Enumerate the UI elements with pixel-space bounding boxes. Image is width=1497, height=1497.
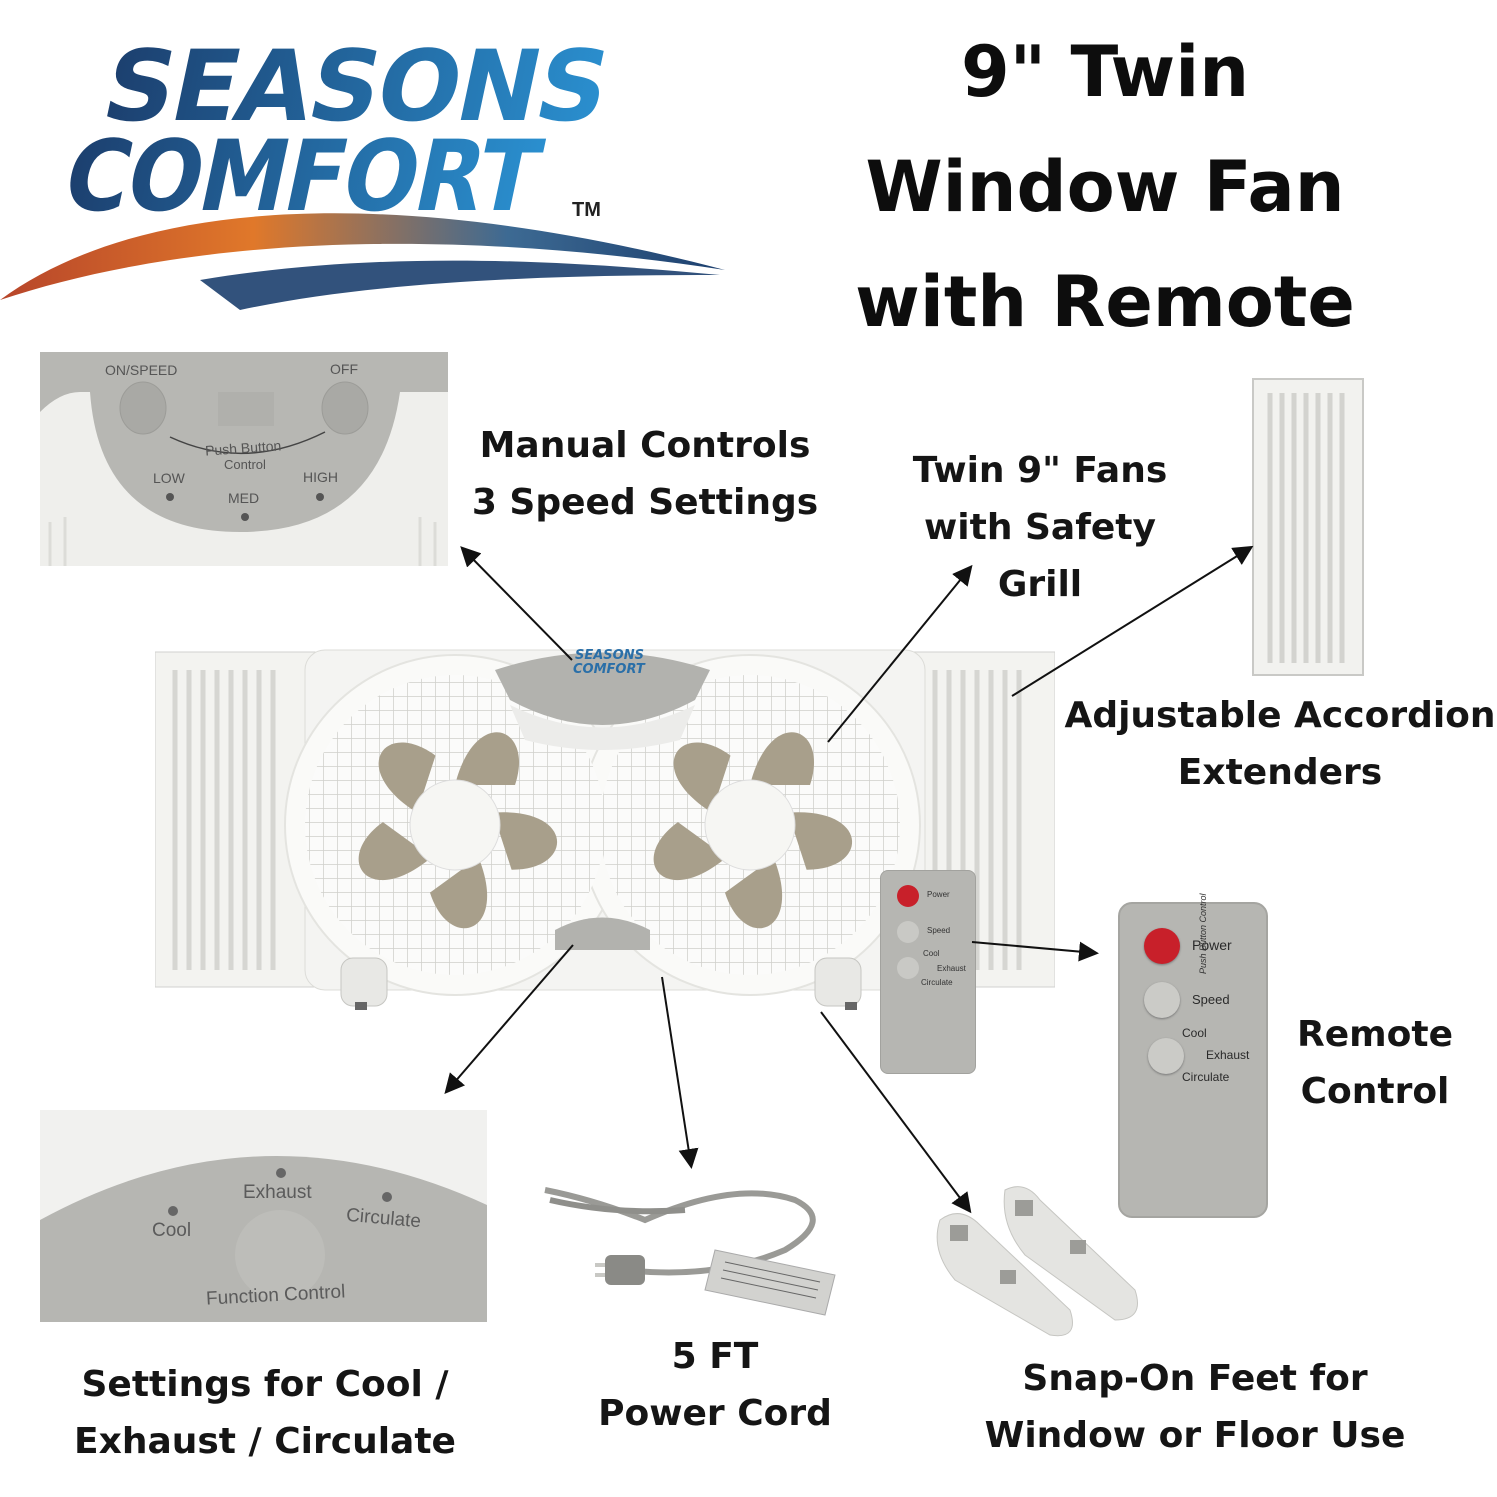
title-line3: with Remote — [855, 261, 1355, 343]
fan-brand-line2: COMFORT — [573, 662, 645, 677]
manual-controls-line1: Manual Controls — [479, 425, 811, 466]
manual-controls-line2: 3 Speed Settings — [471, 482, 819, 523]
small-remote-exhaust-label: Exhaust — [937, 964, 966, 973]
twin-window-fan-photo: SEASONS COMFORT — [154, 640, 1056, 1020]
brand-tm: TM — [572, 199, 601, 221]
brand-logo: SEASONS COMFORT TM — [0, 20, 740, 320]
high-label: HIGH — [303, 469, 338, 485]
med-label: MED — [228, 490, 260, 506]
accordion-extender-photo — [1252, 378, 1364, 676]
settings-line2: Exhaust / Circulate — [74, 1421, 456, 1462]
off-label: OFF — [330, 361, 358, 377]
small-remote-photo: Power Speed Cool Exhaust Circulate — [880, 870, 976, 1074]
small-remote-power-label: Power — [927, 890, 950, 899]
page-title: 9" Twin Window Fan with Remote — [820, 15, 1390, 360]
remote-control-line1: Remote — [1296, 1014, 1453, 1055]
title-line2: Window Fan — [865, 146, 1345, 228]
remote-side-text: Push Button Control — [1198, 893, 1208, 974]
snap-on-line2: Window or Floor Use — [984, 1415, 1406, 1456]
small-remote-speed-label: Speed — [927, 926, 951, 935]
on-speed-label: ON/SPEED — [105, 362, 178, 378]
accordion-line2: Extenders — [1177, 752, 1383, 793]
small-remote-cool-label: Cool — [923, 949, 940, 958]
large-remote-photo: Power Speed Cool Exhaust Circulate Push … — [1118, 893, 1268, 1218]
power-cord-photo — [535, 1170, 845, 1320]
snap-on-feet-photo — [930, 1180, 1145, 1340]
power-cord-line2: Power Cord — [598, 1393, 832, 1434]
small-function-button — [897, 957, 919, 979]
title-line1: 9" Twin — [960, 31, 1250, 113]
speed-button — [1144, 982, 1180, 1018]
fan-brand-line1: SEASONS — [575, 648, 644, 663]
snap-on-label: Snap-On Feet for Window or Floor Use — [975, 1350, 1415, 1464]
function-cool-label: Cool — [152, 1220, 192, 1241]
control-label: Control — [224, 457, 266, 472]
remote-control-label: Remote Control — [1280, 1006, 1470, 1120]
function-button — [1148, 1038, 1184, 1074]
twin-fans-line1: Twin 9" Fans — [912, 450, 1168, 491]
small-speed-button — [897, 921, 919, 943]
small-power-button — [897, 885, 919, 907]
accordion-line1: Adjustable Accordion — [1064, 695, 1496, 736]
manual-controls-photo: ON/SPEED OFF Push Button Control LOW MED… — [40, 352, 448, 566]
power-button — [1144, 928, 1180, 964]
remote-power-label: Power — [1192, 937, 1232, 953]
remote-control-line2: Control — [1300, 1071, 1450, 1112]
accordion-label: Adjustable Accordion Extenders — [1060, 687, 1497, 801]
twin-fans-line3: Grill — [997, 564, 1083, 605]
power-cord-line1: 5 FT — [671, 1336, 759, 1377]
remote-exhaust-label: Exhaust — [1206, 1048, 1250, 1062]
manual-controls-label: Manual Controls 3 Speed Settings — [460, 417, 830, 531]
remote-circulate-label: Circulate — [1182, 1070, 1230, 1084]
small-remote-circulate-label: Circulate — [921, 978, 953, 987]
low-label: LOW — [153, 470, 185, 486]
twin-fans-line2: with Safety — [924, 507, 1156, 548]
settings-label: Settings for Cool / Exhaust / Circulate — [50, 1356, 480, 1470]
snap-on-line1: Snap-On Feet for — [1022, 1358, 1368, 1399]
remote-cool-label: Cool — [1182, 1026, 1207, 1040]
function-exhaust-label: Exhaust — [243, 1182, 312, 1203]
twin-fans-label: Twin 9" Fans with Safety Grill — [880, 442, 1200, 613]
remote-speed-label: Speed — [1192, 992, 1230, 1007]
settings-line1: Settings for Cool / — [81, 1364, 449, 1405]
power-cord-label: 5 FT Power Cord — [570, 1328, 860, 1442]
brand-line1: SEASONS — [94, 30, 618, 144]
function-controls-photo: Exhaust Cool Circulate Function Control — [40, 1110, 487, 1322]
